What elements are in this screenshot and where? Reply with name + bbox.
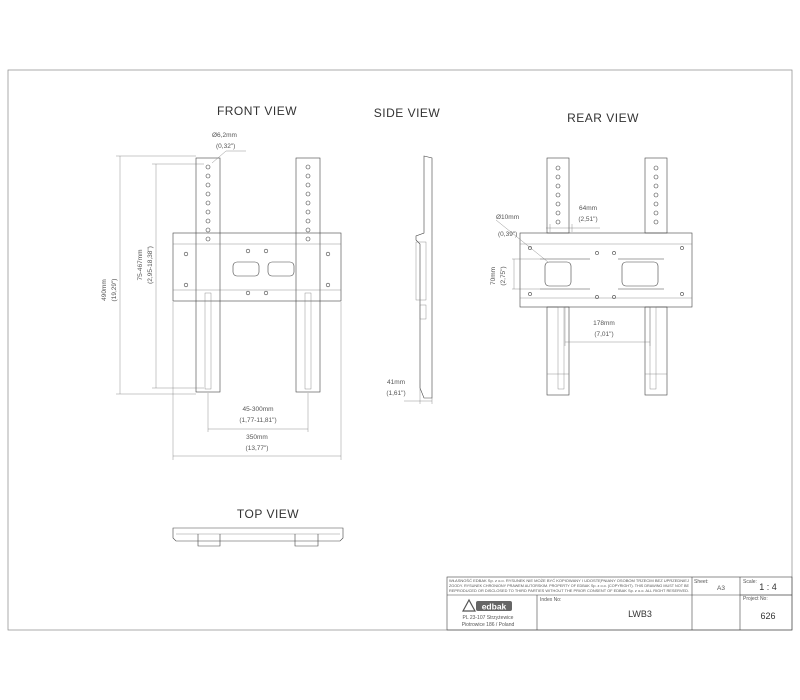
front-height-in: (19,29") [111,279,118,302]
index-label: Index No: [540,597,561,603]
rear-height-mm: 70mm [490,267,497,285]
front-view-title: FRONT VIEW [217,104,297,118]
index-value: LWB3 [628,609,652,619]
drawing-frame [7,69,793,631]
rear-hole-in: (0,39") [498,231,517,238]
top-view: TOP VIEW [172,507,344,547]
front-wall-plate [172,232,342,302]
project-value: 626 [760,611,775,621]
project-label: Project No: [743,596,768,602]
sheet-value: A3 [717,585,725,592]
rear-wall-plate [519,232,693,308]
side-view-title: SIDE VIEW [374,106,441,120]
scale-value: 1 : 4 [759,582,777,592]
side-depth-in: (1,61") [386,390,405,397]
top-profile [172,527,344,542]
side-view: SIDE VIEW 41mm (1,61") [374,106,441,404]
edbak-logo: edbak [461,598,512,612]
front-hole-in: (0,32") [216,143,235,150]
title-block: WŁASNOŚĆ EDBAK Sp. z o.o. RYSUNEK NIE MO… [446,576,793,631]
front-width-mm: 350mm [246,434,268,441]
sheet-label: Sheet: [694,579,708,585]
rear-spacing-mm: 64mm [579,205,597,212]
company-logo-text: edbak [482,602,507,612]
top-view-title: TOP VIEW [237,507,299,521]
logo-mark-icon [461,598,477,612]
front-vesa-v-in: (2,95-18,38") [147,246,154,284]
rear-hole-mm: Ø10mm [496,214,519,221]
front-width-in: (13,77") [246,445,269,452]
side-profile [415,155,433,399]
front-vesa-h-mm: 45-300mm [242,406,273,413]
front-vesa-v-mm: 75-467mm [137,249,144,280]
address-line-1: PL 23-107 Strzyżewice [463,615,514,621]
scale-label: Scale: [743,579,757,585]
rear-width-in: (7,01") [594,331,613,338]
side-depth-mm: 41mm [387,379,405,386]
front-height-mm: 490mm [101,279,108,301]
copyright-line-2: ZGODY. RYSUNEK CHRONIONY PRAWEM AUTORSKI… [449,583,689,588]
front-vesa-h-in: (1,77-11,81") [239,417,276,424]
copyright-line-1: WŁASNOŚĆ EDBAK Sp. z o.o. RYSUNEK NIE MO… [449,578,689,583]
address-line-2: Piotrowice 186 / Poland [462,622,515,628]
copyright-line-3: REPRODUCED OR DISCLOSED TO THIRD PARTIES… [449,588,689,593]
rear-spacing-in: (2,51") [578,216,597,223]
rear-view: REAR VIEW [490,111,693,396]
front-hole-mm: Ø6,2mm [212,132,237,139]
front-right-bracket [295,157,321,393]
rear-height-in: (2,75") [500,266,507,285]
front-view: FRONT VIEW [101,104,342,460]
rear-width-mm: 178mm [593,320,615,327]
rear-view-title: REAR VIEW [567,111,639,125]
front-left-bracket [195,157,221,393]
